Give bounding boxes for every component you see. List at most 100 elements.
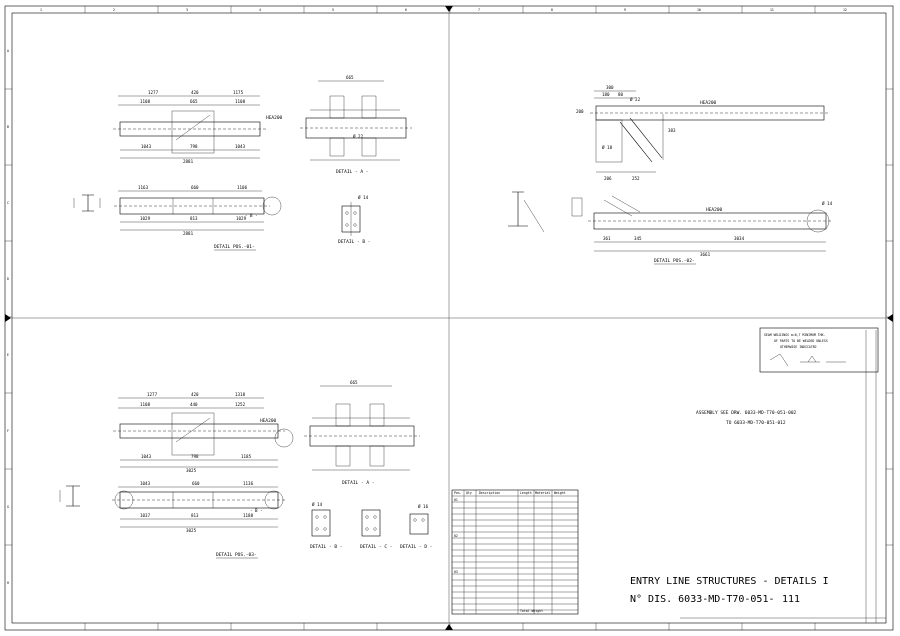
zone-number: 5 [332,8,334,12]
bom-header: Pos. [454,491,462,495]
zone-number: 1 [40,8,42,12]
section-label: DETAIL - C - [360,544,393,550]
zone-letter: D [7,277,9,281]
profile-label: HEA200 [700,100,717,106]
dimension-label: 1163 [138,185,149,190]
dimension-label: 80 [618,92,624,97]
dimension-label: 665 [346,75,354,80]
end-detail-callout [806,209,830,233]
drawing-number-prefix: N° DIS. 6033-MD-T70-051- [630,594,775,605]
fold-arrow-bottom [445,624,453,630]
dimension-label: 1185 [241,454,252,459]
gusset-plate [171,412,215,456]
dimension-label: 300 [606,85,614,90]
dimension-label: 180 [602,92,610,97]
bom-group: 03 [454,570,458,574]
zone-letter: E [7,353,9,357]
dimension-label: 813 [191,513,199,518]
bom-header: Material [535,491,550,495]
assembly-note: ASSEMBLY SEE DRW. 6033-MD-T70-051-002 [696,410,797,416]
drawing-number-suffix: 111 [782,594,800,605]
assembly-note: TO 6033-MD-T70-051-012 [726,420,786,426]
bom-header: Description [479,491,500,495]
section-small-02 [508,191,528,227]
detail-pos-03: 1277 420 1318 1108 440 1252 HEA200 1043 … [59,380,433,559]
section-a-pos-01: 665 Ø 22 DETAIL - A - [300,75,412,175]
weld-note-line: OF PARTS TO BE WELDED UNLESS [774,339,828,343]
zone-letter: F [7,429,9,433]
profile-label: HEA200 [706,207,723,213]
bom-total-label: Total Weight [520,609,543,613]
detail-b-callout [114,490,134,510]
section-label: DETAIL - A - [336,169,369,175]
detail-tag: DETAIL POS.-03- [216,552,257,558]
beam-section-small [66,485,80,507]
dimension-label: 3661 [700,252,711,257]
zone-number: 8 [551,8,553,12]
dimension-label: 3025 [186,528,197,533]
detail-b-pos-01: Ø 14 DETAIL - B - [338,195,371,245]
dimension-label: 206 [604,176,612,181]
dimension-label: 3025 [186,468,197,473]
zone-letter: C [7,201,9,205]
bill-of-materials: Pos. Qty Description Length Material Wei… [451,489,579,615]
profile-label: HEA200 [266,115,283,121]
weld-symbol-icon [769,353,846,367]
dimension-label: 1318 [235,392,246,397]
zone-letter: B [7,125,9,129]
detail-marker: - B - [245,213,258,218]
weld-note-line: OTHERWISE INDICATED [780,345,817,349]
hole-label: Ø 22 [630,97,641,102]
detail-callout [274,428,294,448]
dimension-label: 252 [632,176,640,181]
zone-letter: H [7,581,9,585]
dimension-label: 1175 [233,90,244,95]
hole-label: Ø 14 [822,201,833,206]
beam-section-small [82,194,94,212]
dimension-label: 2881 [183,231,194,236]
dimension-label: 1043 [235,144,246,149]
section-label: DETAIL - A - [342,480,375,486]
zone-letter: G [7,505,9,509]
dimension-label: 813 [190,216,198,221]
fold-arrow-top [445,6,453,12]
detail-b-callout [262,196,282,216]
dimension-label: 361 [603,236,611,241]
dimension-label: 420 [191,90,199,95]
zone-number: 11 [770,8,774,12]
profile-label: HEA200 [260,418,277,424]
hole-label: Ø 16 [418,504,429,509]
title-block: ENTRY LINE STRUCTURES - DETAILS I N° DIS… [630,330,886,623]
section-label: DETAIL - D - [400,544,433,550]
fold-arrow-left [5,314,11,322]
zone-number: 7 [478,8,480,12]
hole-label: Ø 14 [358,195,369,200]
section-label: DETAIL - B - [310,544,343,550]
detail-marker: - B - [250,508,263,513]
bom-rows [452,501,578,611]
dimension-label: 1037 [140,513,151,518]
zone-number: 3 [186,8,188,12]
detail-c-pos-03: DETAIL - C - [360,509,393,550]
bom-group: 02 [454,534,458,538]
dimension-label: 660 [192,481,200,486]
zone-letter: A [7,49,9,53]
dimension-label: 665 [350,380,358,385]
dimension-label: 1188 [243,513,254,518]
dimension-label: 1252 [235,402,246,407]
diagonal-brace [619,117,663,163]
hole-label: Ø 18 [602,145,613,150]
zone-number: 12 [843,8,847,12]
dimension-label: 1108 [140,99,151,104]
section-label: DETAIL - B - [338,239,371,245]
dimension-label: 798 [190,144,198,149]
bom-group: 01 [454,498,458,502]
fold-arrow-right [887,314,893,322]
detail-pos-01: 1277 420 1175 1108 665 1108 HEA200 1043 … [73,75,412,251]
dimension-label: 1108 [235,99,246,104]
detail-b-pos-03: Ø 14 DETAIL - B - [310,502,343,550]
dimension-label: 383 [668,128,676,133]
dimension-label: 2881 [183,159,194,164]
dimension-label: 1043 [141,454,152,459]
gusset-plate [171,110,215,154]
